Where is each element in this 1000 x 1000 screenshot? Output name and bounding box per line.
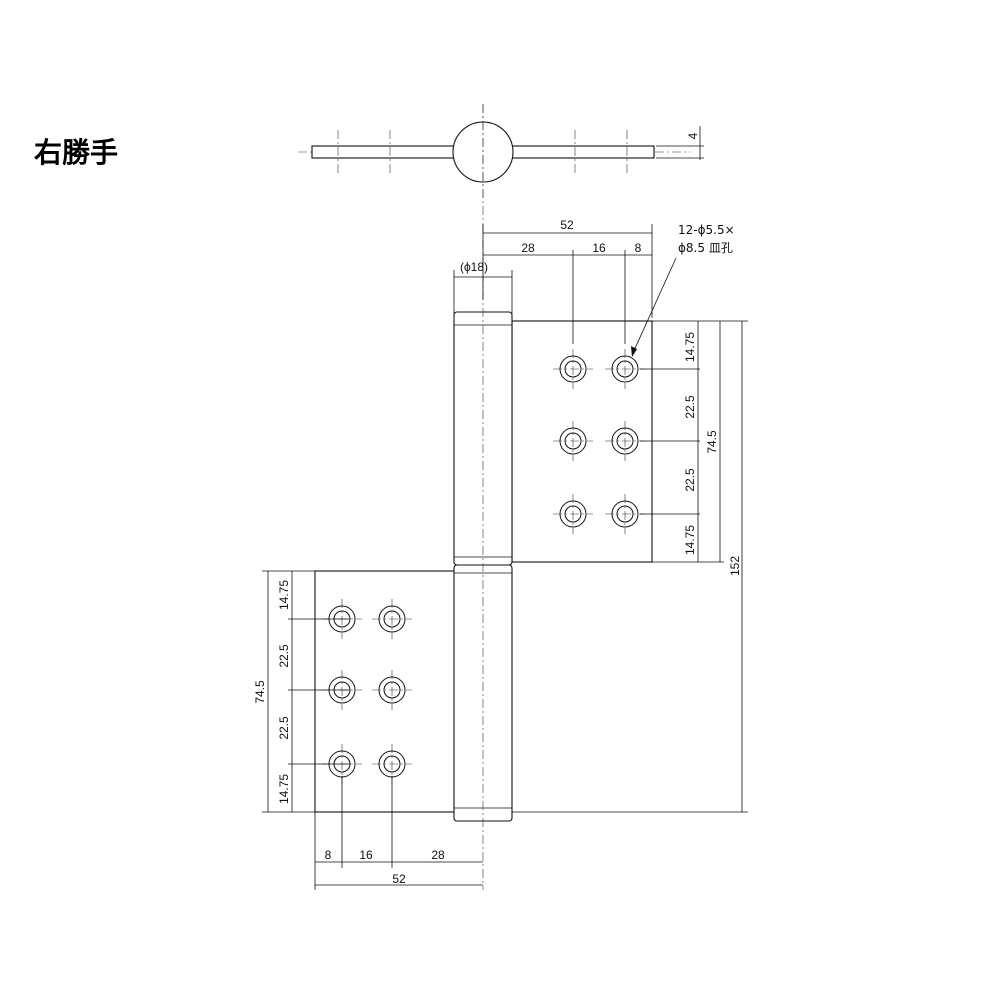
top-width-part-1: 28 [521,241,535,255]
top-height-part-1: 14.75 [683,332,697,362]
bottom-leaf-holes [322,599,412,784]
top-leaf-holes [553,349,645,534]
bottom-height-part-3: 22.5 [277,716,291,740]
thickness-dim-label: 4 [686,132,700,139]
bottom-width-part-1: 8 [325,848,332,862]
bottom-width-dims: 8 16 28 52 [314,776,483,890]
bottom-leaf-hole [372,744,412,784]
overall-height-dim: 152 [512,321,748,813]
bottom-leaf-hole [372,670,412,710]
pin-diameter-label: (ϕ18) [460,260,488,274]
top-leaf-hole [553,349,593,389]
bottom-height-part-1: 14.75 [277,580,291,610]
bottom-height-dims: 14.75 22.5 22.5 14.75 74.5 [253,570,350,813]
bottom-width-part-2: 16 [359,848,373,862]
top-leaf-hole [553,421,593,461]
top-width-part-3: 8 [635,241,642,255]
hole-note-line1: 12-ϕ5.5× [678,223,735,237]
top-height-part-3: 22.5 [683,468,697,492]
bottom-leaf-hole [372,599,412,639]
top-leaf-hole [605,421,645,461]
top-leaf-hole [605,494,645,534]
top-height-part-2: 22.5 [683,395,697,419]
bottom-height-total: 74.5 [253,680,267,704]
bottom-height-part-4: 14.75 [277,774,291,804]
overall-height-label: 152 [728,556,742,576]
top-width-total: 52 [560,218,574,232]
hole-note-line2: ϕ8.5 皿孔 [678,241,733,255]
top-height-dims: 14.75 22.5 22.5 14.75 74.5 [640,320,748,563]
plan-view: 4 [298,104,704,198]
top-height-total: 74.5 [705,430,719,454]
top-height-part-4: 14.75 [683,525,697,555]
top-width-part-2: 16 [592,241,606,255]
hole-note-leader [631,257,677,356]
hand-title: 右勝手 [34,136,118,169]
top-width-dims: 52 28 16 8 (ϕ18) 12-ϕ5.5× ϕ8.5 皿孔 [453,218,735,357]
top-leaf-hole [605,349,645,389]
top-leaf-hole [553,494,593,534]
bottom-width-part-3: 28 [431,848,445,862]
bottom-height-part-2: 22.5 [277,644,291,668]
bottom-width-total: 52 [392,872,406,886]
